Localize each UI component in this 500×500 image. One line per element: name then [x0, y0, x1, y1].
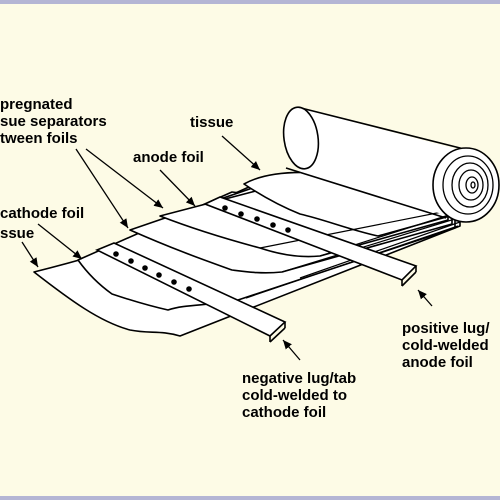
label-cathode-foil: cathode foil [0, 205, 85, 222]
positive-lug-weld-dots [222, 205, 291, 233]
label-impregnated-separators: pregnated sue separators tween foils [0, 96, 107, 147]
capacitor-construction-drawing [21, 106, 500, 361]
label-tissue-left: ssue [0, 225, 35, 242]
leader-arrows [21, 135, 433, 361]
label-negative-lug: negative lug/tab cold-welded to cathode … [242, 370, 357, 421]
label-positive-lug: positive lug/ cold-welded anode foil [402, 320, 490, 371]
label-tissue-top: tissue [190, 114, 234, 131]
wound-roll [282, 106, 500, 223]
label-anode-foil: anode foil [133, 149, 204, 166]
negative-lug-weld-dots [113, 251, 192, 292]
